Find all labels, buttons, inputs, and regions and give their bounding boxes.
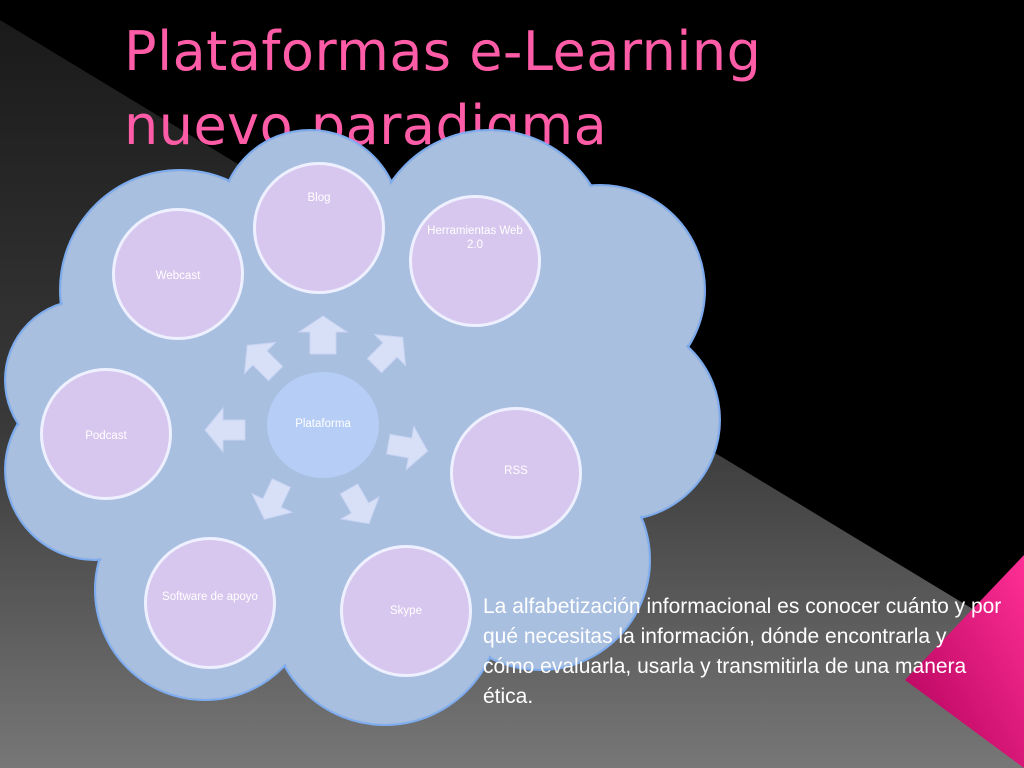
arrow-to-rss-icon [386, 424, 429, 471]
node-rss: RSS [450, 407, 582, 539]
arrow-to-herramientas-icon [366, 333, 407, 374]
node-blog: Blog [253, 162, 385, 294]
center-node-plataforma: Plataforma [267, 372, 379, 478]
pink-corner-shape [905, 555, 1024, 768]
node-blog-label: Blog [307, 192, 331, 204]
node-software-de-apoyo: Software de apoyo [144, 537, 276, 669]
node-rss-label: RSS [504, 465, 528, 477]
node-webcast: Webcast [112, 208, 244, 340]
node-webcast-label: Webcast [155, 270, 201, 282]
node-software-de-apoyo-label: Software de apoyo [162, 591, 258, 603]
node-skype-label: Skype [390, 605, 422, 617]
node-podcast: Podcast [40, 368, 172, 500]
body-text: La alfabetización informacional es conoc… [483, 595, 1002, 708]
node-skype: Skype [340, 545, 472, 677]
arrow-to-webcast-icon [243, 341, 284, 382]
node-herramientas-web: Herramientas Web 2.0 [409, 195, 541, 327]
node-podcast-label: Podcast [85, 430, 127, 442]
arrow-to-software-icon [251, 478, 294, 520]
node-herramientas-web-label: Herramientas Web 2.0 [427, 225, 523, 251]
arrow-to-blog-icon [297, 315, 349, 355]
slide-title-line-1: Plataformas e-Learning [124, 20, 762, 83]
center-node-label: Plataforma [295, 418, 351, 430]
arrow-to-skype-icon [339, 483, 381, 525]
arrow-to-podcast-icon [204, 406, 246, 454]
